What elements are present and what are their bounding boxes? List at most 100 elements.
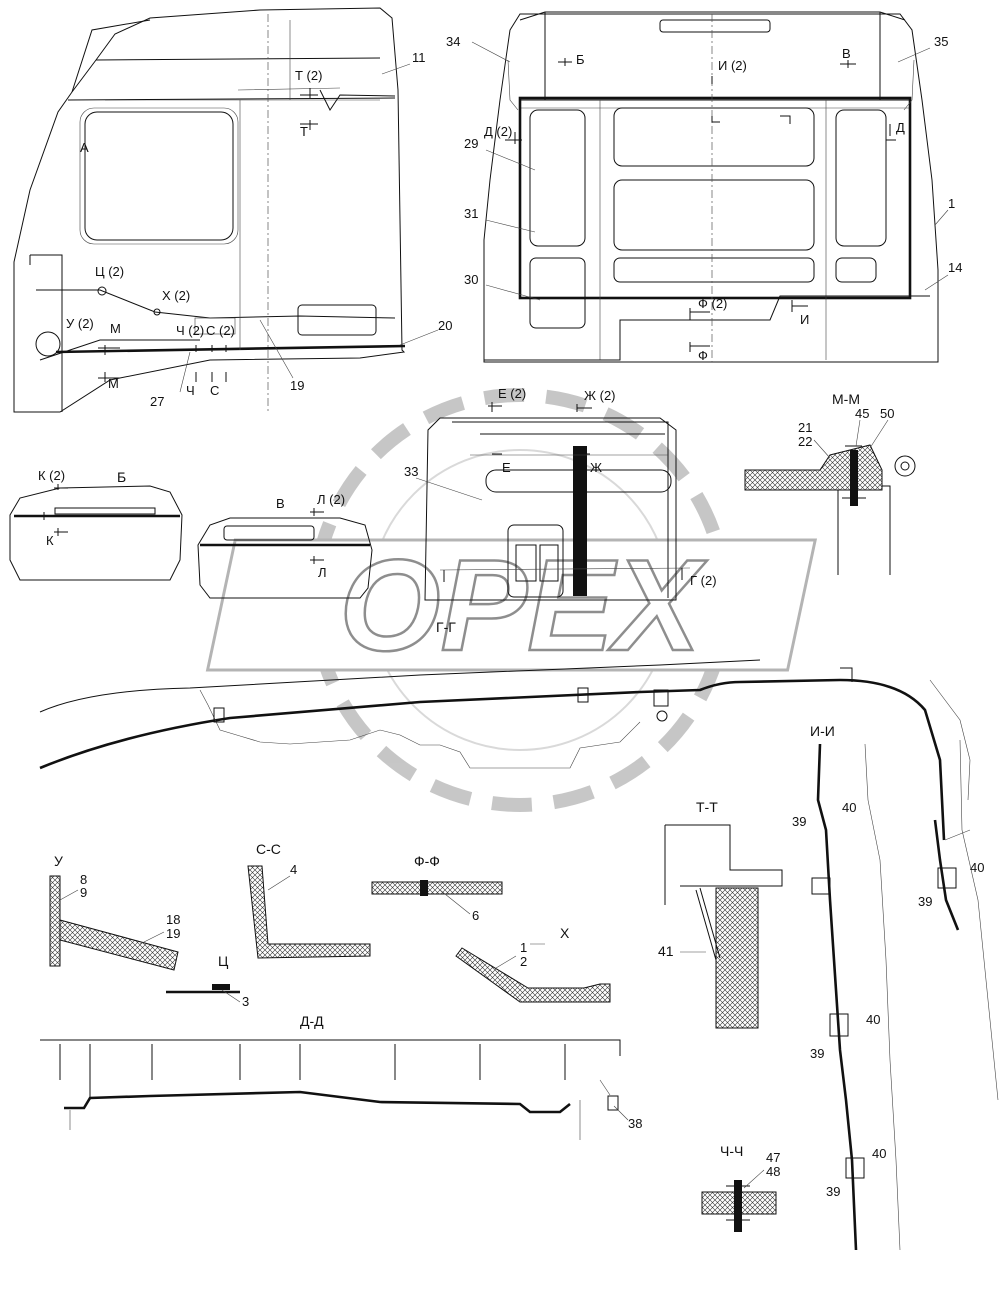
view-mark-A: А — [80, 140, 89, 155]
leaders-U — [59, 889, 165, 945]
callout-19b: 19 — [166, 926, 180, 941]
callout-47: 47 — [766, 1150, 780, 1165]
section-arrows-side — [98, 88, 318, 382]
cab-rear-view — [471, 11, 949, 363]
callout-20: 20 — [438, 318, 452, 333]
callout-19: 19 — [290, 378, 304, 393]
callout-50: 50 — [880, 406, 894, 421]
mark-L: Л — [318, 565, 327, 580]
section-title-T-T: Т-Т — [696, 799, 718, 815]
callout-27: 27 — [150, 394, 164, 409]
section-S-S — [247, 865, 371, 959]
callout-11: 11 — [412, 50, 426, 65]
mark-E: Е — [502, 460, 511, 475]
section-Ts — [166, 984, 240, 994]
mark-K: К — [46, 533, 54, 548]
callout-40-a: 40 — [842, 800, 856, 815]
mark-D2: Д (2) — [484, 124, 512, 139]
arrows-E-Zh-G — [443, 402, 683, 582]
section-M-M — [744, 444, 916, 575]
mark-Ch2: Ч (2) — [176, 323, 204, 338]
mark-S2: С (2) — [206, 323, 235, 338]
leader-1-2 — [495, 943, 545, 969]
callout-21: 21 — [798, 420, 812, 435]
watermark-text: OPEX — [339, 532, 708, 678]
callout-33: 33 — [404, 464, 418, 479]
section-F-F — [371, 880, 503, 896]
mark-K2: К (2) — [38, 468, 65, 483]
leader-33 — [415, 477, 483, 501]
section-title-I-I: И-И — [810, 723, 835, 739]
mark-T2: Т (2) — [295, 68, 322, 83]
callout-40-d: 40 — [872, 1146, 886, 1161]
mark-D: Д — [896, 120, 905, 135]
callout-35: 35 — [934, 34, 948, 49]
callout-2: 2 — [520, 954, 527, 969]
callout-3: 3 — [242, 994, 249, 1009]
view-B — [9, 485, 183, 581]
mark-L2: Л (2) — [317, 492, 345, 507]
callout-14: 14 — [948, 260, 962, 275]
mark-E2: Е (2) — [498, 386, 526, 401]
arrow-L — [310, 508, 324, 564]
section-title-F-F: Ф-Ф — [414, 853, 440, 869]
section-T-T — [664, 824, 783, 1029]
mark-Ch: Ч — [186, 383, 195, 398]
leaders-M-M — [813, 419, 889, 459]
callout-45: 45 — [855, 406, 869, 421]
callout-30: 30 — [464, 272, 478, 287]
leader-6 — [439, 889, 471, 915]
mark-Zh: Ж — [590, 460, 602, 475]
callout-48: 48 — [766, 1164, 780, 1179]
mark-S: С — [210, 383, 219, 398]
callout-6: 6 — [472, 908, 479, 923]
section-U — [49, 875, 179, 971]
cab-side-view — [13, 7, 439, 413]
mark-X2: Х (2) — [162, 288, 190, 303]
section-D-D — [40, 1039, 621, 1140]
leader-38 — [613, 1105, 629, 1121]
section-title-Ch-Ch: Ч-Ч — [720, 1143, 743, 1159]
callout-1: 1 — [948, 196, 955, 211]
callout-18: 18 — [166, 912, 180, 927]
mark-U2: У (2) — [66, 316, 94, 331]
section-title-S-S: С-С — [256, 841, 281, 857]
callout-8: 8 — [80, 872, 87, 887]
mark-F2: Ф (2) — [698, 296, 727, 311]
section-Ch-Ch — [701, 1180, 777, 1232]
view-mark-B: Б — [576, 52, 585, 67]
callout-1b: 1 — [520, 940, 527, 955]
mark-I2: И (2) — [718, 58, 747, 73]
section-title-M-M: М-М — [832, 391, 860, 407]
mark-Ts2: Ц (2) — [95, 264, 124, 279]
callout-39-b: 39 — [918, 894, 932, 909]
mark-G2: Г (2) — [690, 573, 717, 588]
section-X — [455, 947, 611, 1003]
mark-M-lower: М — [108, 376, 119, 391]
mark-I: И — [800, 312, 809, 327]
section-title-D-D: Д-Д — [300, 1013, 324, 1029]
section-title-G-G: Г-Г — [436, 619, 456, 635]
callout-34: 34 — [446, 34, 460, 49]
callout-40-c: 40 — [866, 1012, 880, 1027]
mark-F: Ф — [698, 348, 708, 363]
callout-29: 29 — [464, 136, 478, 151]
mark-M: М — [110, 321, 121, 336]
roof-interior-view — [424, 417, 691, 601]
section-I-I — [811, 739, 999, 1251]
section-title-X: Х — [560, 925, 570, 941]
leader-4 — [267, 875, 291, 891]
view-V — [197, 517, 373, 599]
callout-39-d: 39 — [826, 1184, 840, 1199]
callout-40-b: 40 — [970, 860, 984, 875]
view-title-B: Б — [117, 469, 126, 485]
callout-4: 4 — [290, 862, 297, 877]
roof-profile-section — [39, 659, 971, 841]
view-title-V: В — [276, 496, 285, 511]
callout-38: 38 — [628, 1116, 642, 1131]
callout-9: 9 — [80, 885, 87, 900]
arrow-K — [54, 484, 68, 536]
mark-T: Т — [300, 124, 308, 139]
section-title-U: У — [54, 853, 63, 869]
